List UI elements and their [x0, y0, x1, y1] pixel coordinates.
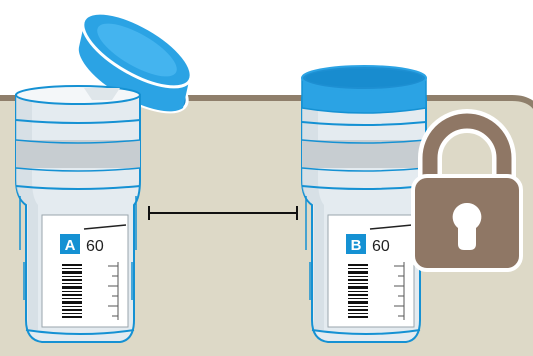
- barcode-a: [62, 264, 82, 318]
- specimen-container-b: B 60: [302, 66, 426, 342]
- lid-b-closed: [302, 66, 426, 113]
- label-a: A 60: [42, 215, 128, 327]
- barcode-b: [348, 264, 368, 318]
- badge-b-letter: B: [351, 237, 362, 254]
- volume-mark-b: 60: [372, 238, 390, 255]
- badge-a-letter: A: [65, 237, 76, 254]
- volume-mark-a: 60: [86, 238, 104, 255]
- label-b: B 60: [328, 215, 414, 327]
